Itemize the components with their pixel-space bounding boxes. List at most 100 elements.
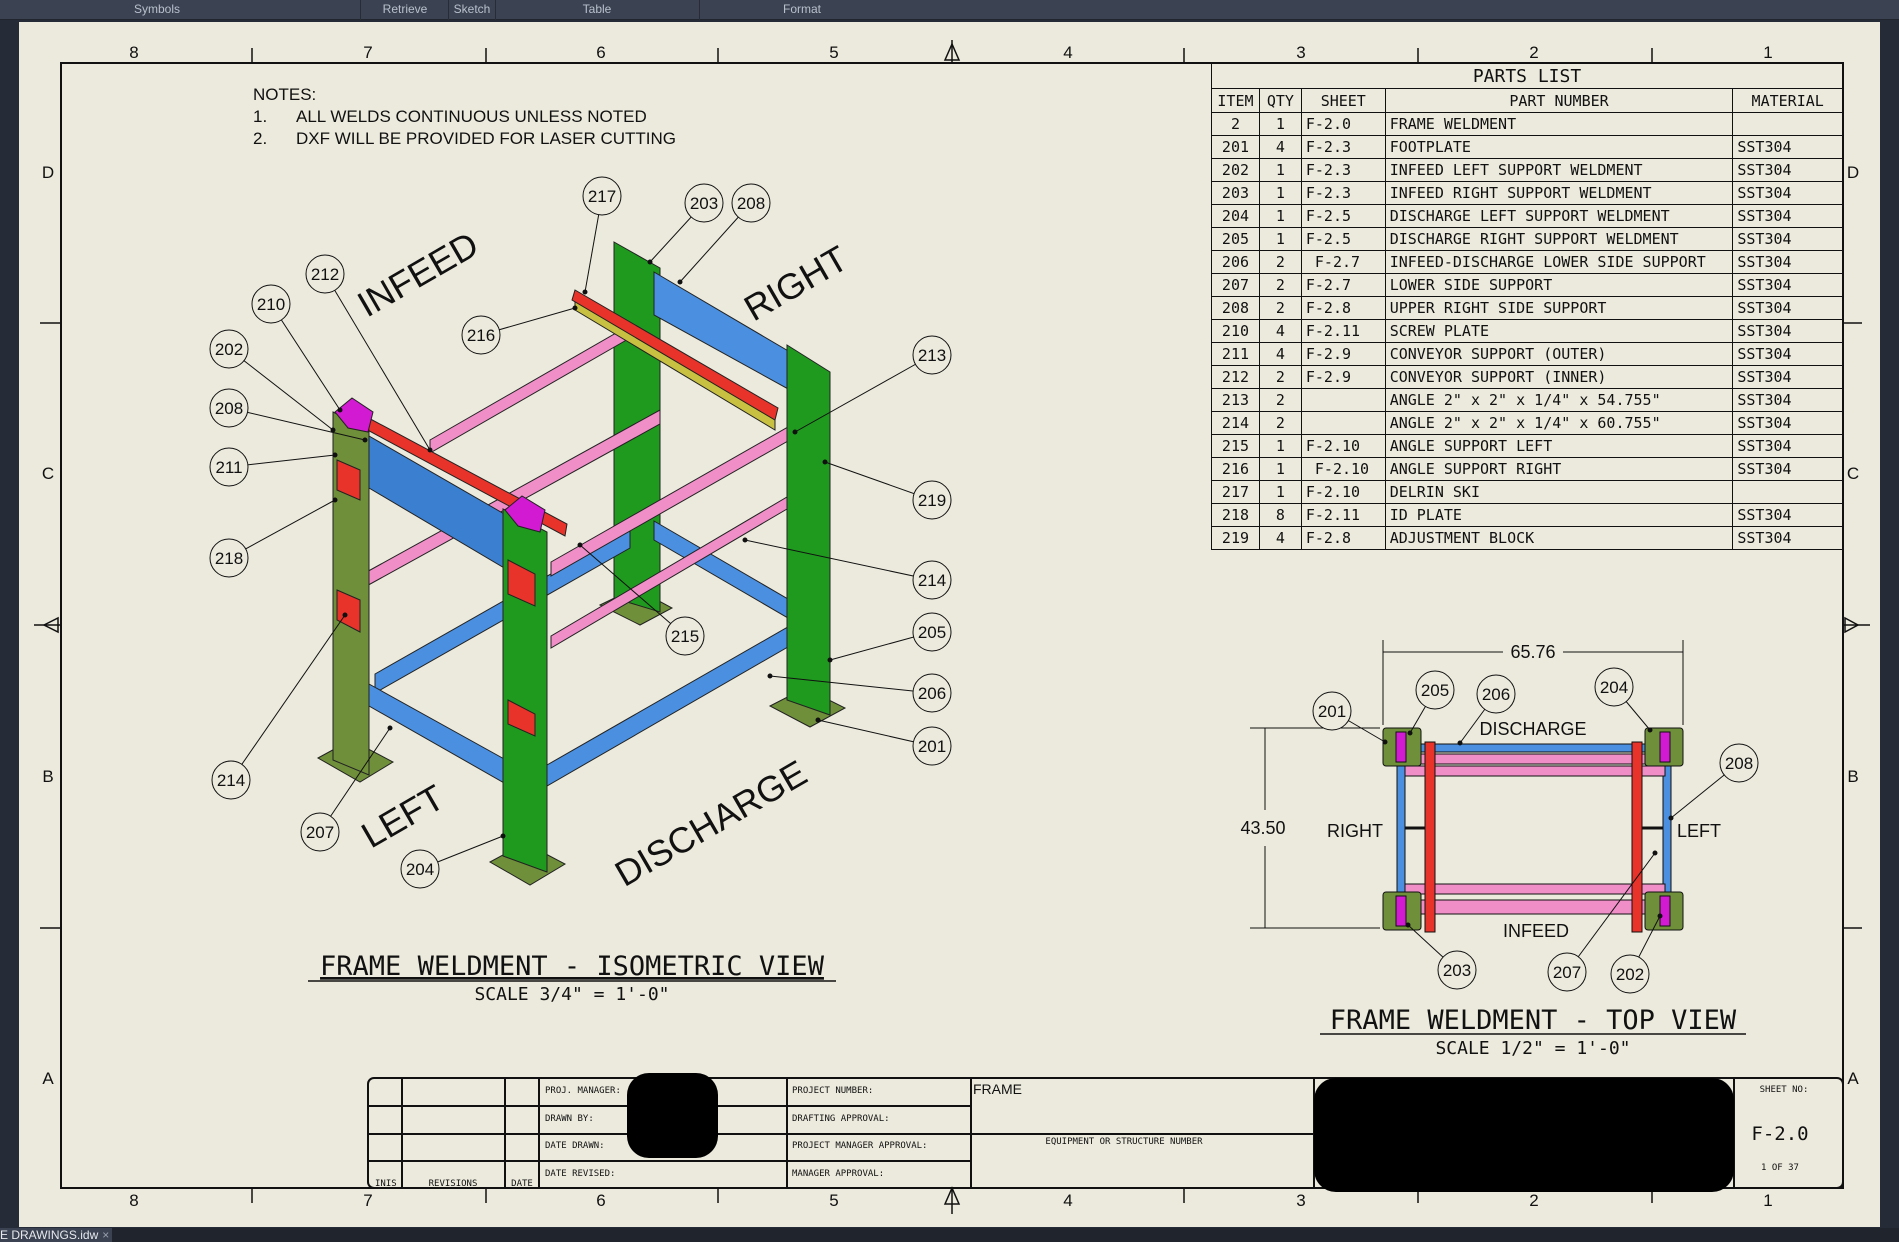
label-right: RIGHT <box>737 237 854 329</box>
project-number-label: PROJECT NUMBER: <box>792 1086 873 1096</box>
ribbon-tab-retrieve[interactable]: Retrieve <box>382 2 428 16</box>
cell-item: 204 <box>1211 204 1260 228</box>
lower-side-support-left <box>368 683 507 785</box>
balloon-circle <box>912 612 952 652</box>
leader-arrowhead <box>1407 730 1413 736</box>
balloon: 203 <box>684 183 724 223</box>
iso-leader-lines <box>228 195 933 870</box>
cell-material: SST304 <box>1732 365 1843 389</box>
cell-part-number: SCREW PLATE <box>1384 319 1734 343</box>
drafting-approval-label: DRAFTING APPROVAL: <box>792 1114 890 1124</box>
cell-qty: 1 <box>1258 204 1302 228</box>
ribbon-toolbar: Symbols Retrieve Sketch Table Format <box>0 0 1899 20</box>
balloon: 212 <box>305 254 345 294</box>
balloon-label: 207 <box>1553 963 1581 982</box>
angle-213-b <box>550 422 796 577</box>
leader-line <box>794 354 933 433</box>
parts-list-table: PARTS LIST ITEM QTY SHEET PART NUMBER MA… <box>1211 63 1843 550</box>
zone-row-label: D <box>42 163 54 182</box>
leader-line <box>769 675 933 694</box>
leader-arrowhead <box>1457 740 1463 746</box>
cell-qty: 1 <box>1258 457 1302 481</box>
proj-manager-label: PROJ. MANAGER: <box>545 1086 621 1096</box>
top-view[interactable] <box>1250 640 1684 933</box>
leader-arrowhead <box>822 459 828 465</box>
divider <box>495 0 496 20</box>
cell-item: 207 <box>1211 273 1260 297</box>
cell-material: SST304 <box>1732 526 1843 550</box>
cell-material: SST304 <box>1732 181 1843 205</box>
cell-sheet: F-2.5 <box>1300 204 1386 228</box>
divider <box>360 0 361 20</box>
ribbon-tab-symbols[interactable]: Symbols <box>133 2 181 16</box>
cell-qty: 2 <box>1258 296 1302 320</box>
cell-part-number: DELRIN SKI <box>1384 480 1734 504</box>
balloon-label: 213 <box>918 346 946 365</box>
zone-column-label: 3 <box>1296 43 1305 62</box>
pink-rail <box>1404 883 1666 895</box>
cell-sheet: F-2.3 <box>1300 158 1386 182</box>
cell-sheet: F-2.0 <box>1300 112 1386 136</box>
ribbon-tab-sketch[interactable]: Sketch <box>453 2 491 16</box>
balloon-label: 205 <box>1421 681 1449 700</box>
ribbon-tab-table[interactable]: Table <box>582 2 612 16</box>
angle-support-right <box>571 289 779 421</box>
balloon: 205 <box>1415 670 1455 710</box>
cell-material: SST304 <box>1732 319 1843 343</box>
cell-part-number: CONVEYOR SUPPORT (INNER) <box>1384 365 1734 389</box>
balloon-label: 202 <box>215 340 243 359</box>
leader-line <box>230 614 346 781</box>
cell-sheet: F-2.11 <box>1300 503 1386 527</box>
top-orientation-labels: DISCHARGE RIGHT LEFT INFEED <box>1327 719 1721 941</box>
cell-part-number: ANGLE 2" x 2" x 1/4" x 60.755" <box>1384 411 1734 435</box>
isometric-view[interactable] <box>316 241 847 886</box>
redaction-block <box>1314 1078 1734 1192</box>
cell-material: SST304 <box>1732 273 1843 297</box>
leader-line <box>319 727 391 833</box>
label-infeed: INFEED <box>350 223 485 325</box>
cell-part-number: INFEED RIGHT SUPPORT WELDMENT <box>1384 181 1734 205</box>
balloon-circle <box>305 254 345 294</box>
sheet-no-label: SHEET NO: <box>1760 1085 1809 1095</box>
pink-rail <box>1404 899 1666 915</box>
cell-sheet: F-2.7 <box>1300 250 1386 274</box>
balloon-label: 208 <box>737 194 765 213</box>
cell-sheet: F-2.7 <box>1300 273 1386 297</box>
zone-column-label: 3 <box>1296 1191 1305 1210</box>
leader-arrowhead <box>337 407 343 413</box>
balloon-label: 208 <box>1725 754 1753 773</box>
cell-item: 202 <box>1211 158 1260 182</box>
col-item: ITEM <box>1211 88 1260 113</box>
balloon: 213 <box>912 335 952 375</box>
cell-part-number: ANGLE SUPPORT RIGHT <box>1384 457 1734 481</box>
balloon: 207 <box>300 812 340 852</box>
equipment-number-label: EQUIPMENT OR STRUCTURE NUMBER <box>1045 1137 1203 1147</box>
zone-column-label: 5 <box>829 43 838 62</box>
close-icon[interactable]: × <box>102 1228 110 1242</box>
cell-sheet: F-2.10 <box>1300 457 1386 481</box>
cell-qty: 1 <box>1258 227 1302 251</box>
ribbon-tab-format[interactable]: Format <box>782 2 822 16</box>
document-tab[interactable]: E DRAWINGS.idw× <box>0 1228 112 1242</box>
balloon-circle <box>209 388 249 428</box>
col-qty: QTY <box>1258 88 1302 113</box>
cell-part-number: ID PLATE <box>1384 503 1734 527</box>
inis-label: INIS <box>375 1179 397 1189</box>
leader-arrowhead <box>572 305 578 311</box>
cell-item: 213 <box>1211 388 1260 412</box>
pm-approval-label: PROJECT MANAGER APPROVAL: <box>792 1141 927 1151</box>
zone-column-label: 4 <box>1063 43 1072 62</box>
balloon-circle <box>1312 691 1352 731</box>
cell-qty: 1 <box>1258 434 1302 458</box>
leader-arrowhead <box>332 497 338 503</box>
balloon-label: 207 <box>306 823 334 842</box>
balloon-label: 216 <box>467 326 495 345</box>
balloon-label: 201 <box>1318 702 1346 721</box>
balloon: 208 <box>1719 743 1759 783</box>
balloon-circle <box>1437 950 1477 990</box>
